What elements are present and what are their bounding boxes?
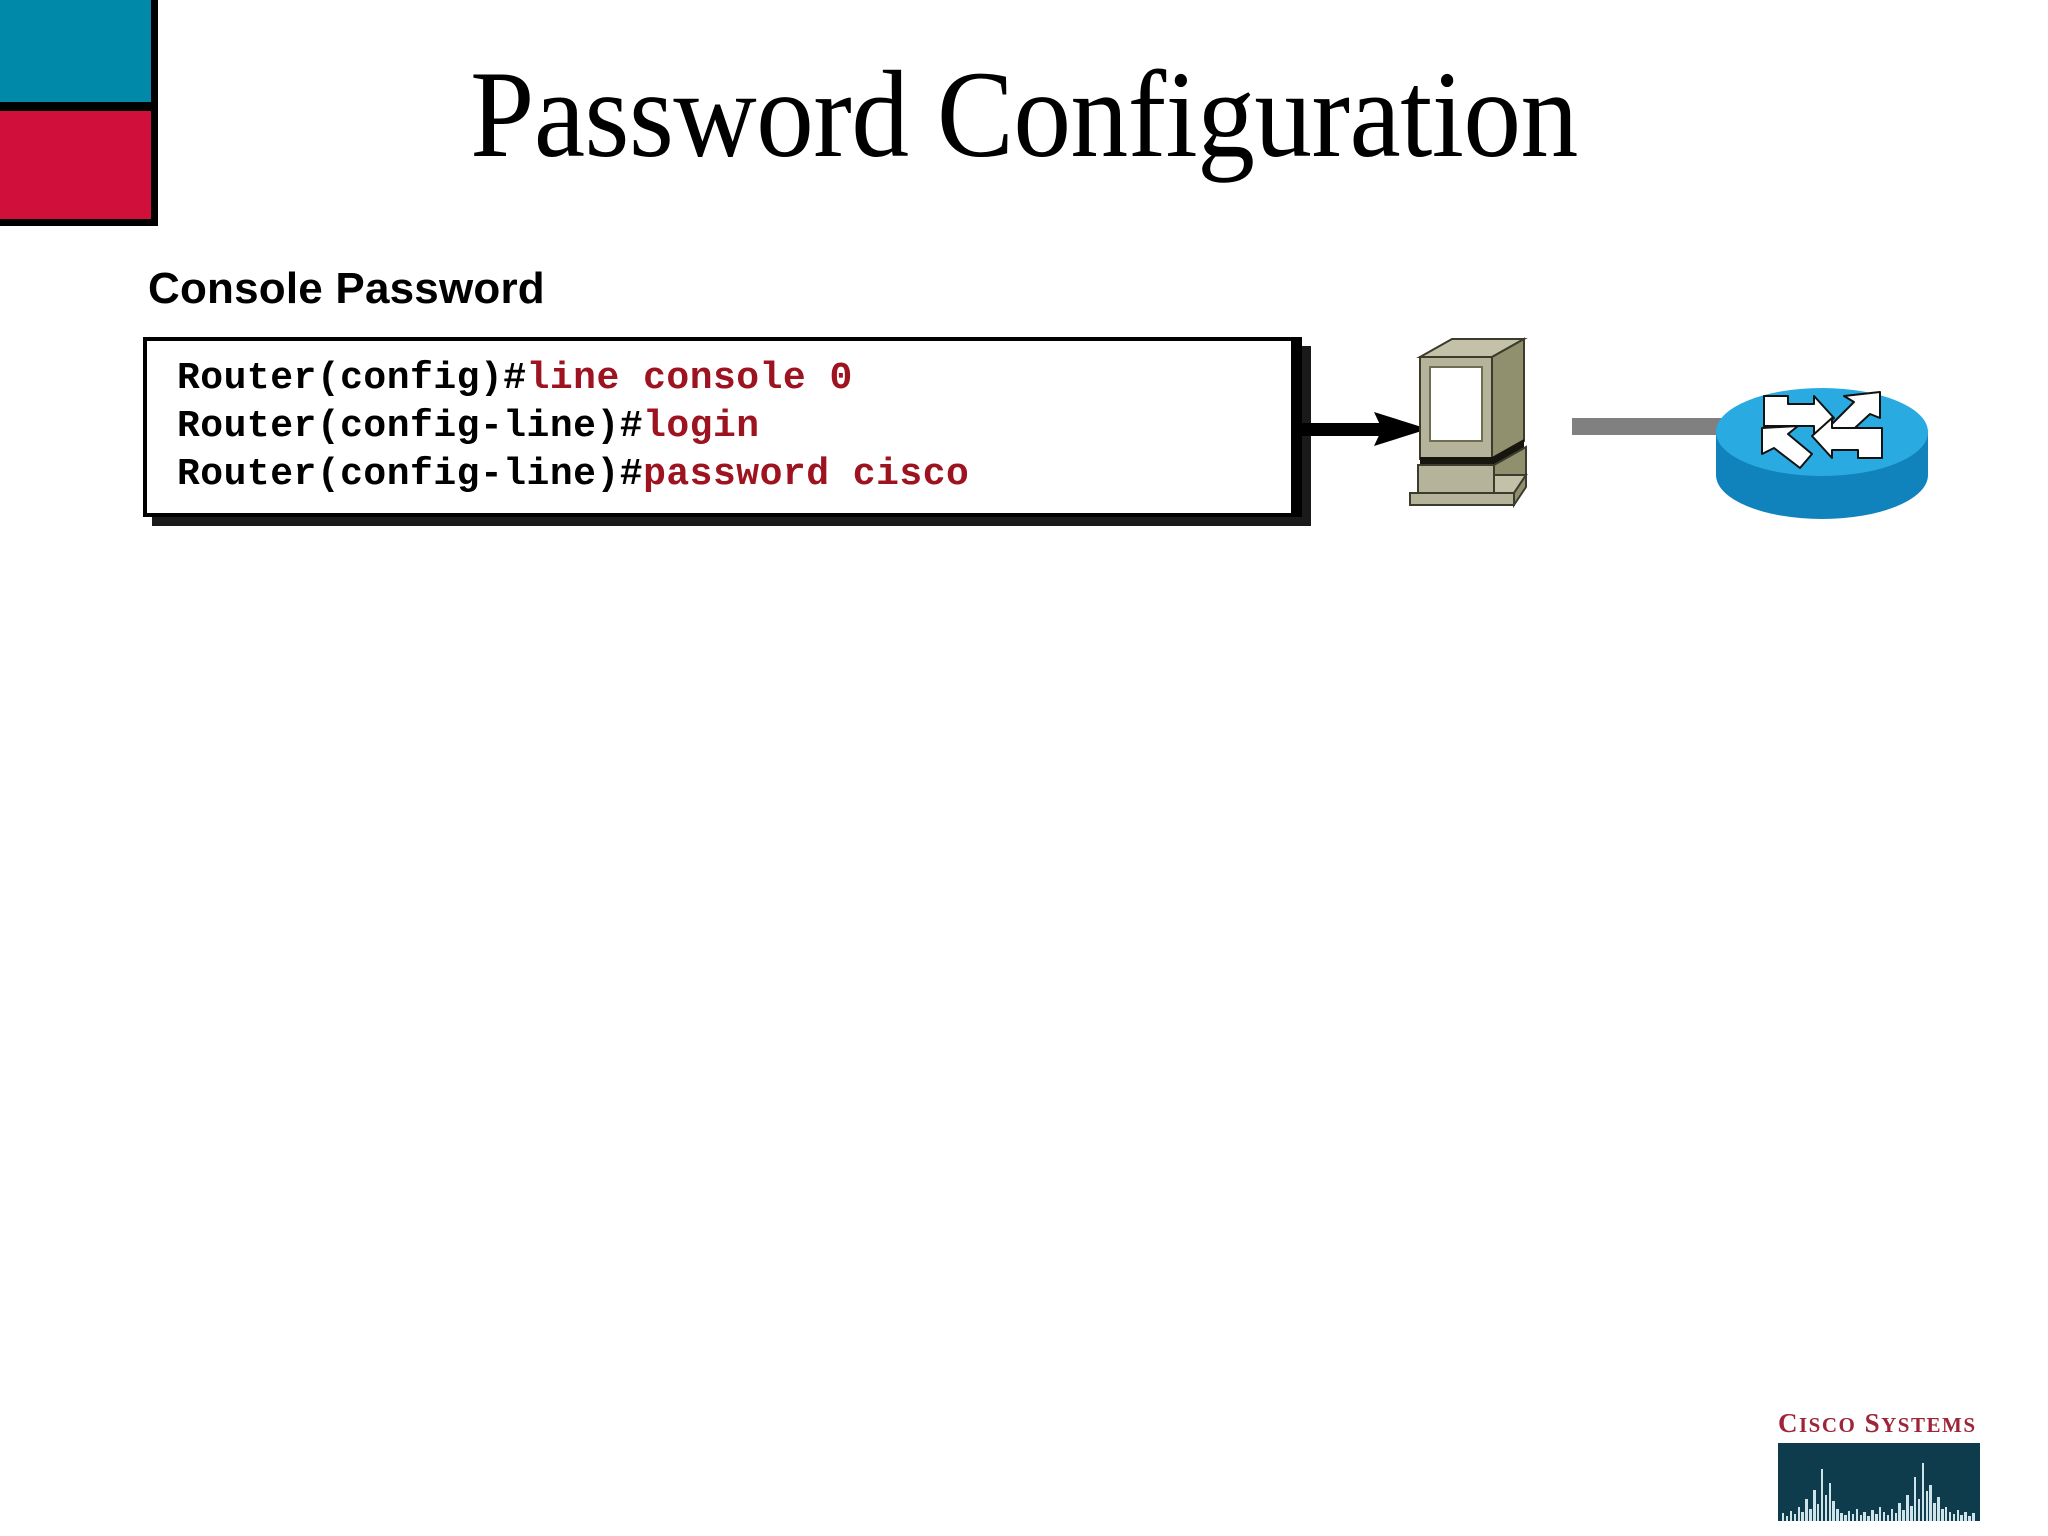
cli-line-2: Router(config-line)#login [177,403,1291,451]
router-icon [1716,388,1928,519]
cisco-bridge-bar [1921,1463,1925,1521]
cisco-bridge-bar [1886,1515,1890,1521]
arrow-right-icon [1300,412,1428,446]
cisco-bridge-bar [1801,1512,1804,1521]
cli-prompt-1: Router(config)# [177,357,527,400]
cisco-bridge-bar [1840,1513,1843,1521]
cisco-bridge-bar [1785,1516,1789,1521]
cisco-bridge-bar [1902,1510,1905,1521]
section-heading: Console Password [148,264,545,313]
brand-swatch-red [0,111,151,219]
cisco-bridge-bar [1941,1509,1944,1521]
cisco-bridge-bar [1964,1512,1967,1521]
cisco-bridge-bar [1906,1495,1909,1521]
cisco-bridge-bar [1925,1491,1929,1521]
cisco-logo-wordmark: CISCO SYSTEMS [1778,1408,1990,1440]
cisco-bridge-bar [1847,1511,1851,1521]
cisco-bridge-bar [1968,1516,1971,1521]
page-title: Password Configuration [470,46,1578,183]
cisco-bridge-bar [1956,1510,1960,1521]
cisco-bridge-bar [1832,1501,1835,1521]
cisco-bridge-bar [1894,1513,1897,1521]
cisco-bridge-bar [1813,1490,1816,1521]
cli-command-3: password cisco [643,453,970,496]
cisco-bridge-bar [1782,1513,1785,1521]
cisco-bridge-bar [1793,1514,1797,1521]
console-cable [1572,418,1724,435]
cisco-bridge-bar [1960,1515,1963,1521]
cisco-logo-isco: ISCO [1799,1413,1857,1437]
cisco-bridge-bar [1789,1511,1793,1521]
cisco-bridge-bar [1809,1509,1812,1521]
cisco-bridge-bar [1859,1515,1863,1521]
cli-prompt-3: Router(config-line)# [177,453,644,496]
brand-color-block [0,0,158,226]
cisco-bridge-bar [1898,1503,1901,1521]
cisco-bridge-graphic: ® [1778,1443,1980,1521]
cisco-bridge-bar [1820,1469,1824,1521]
cisco-bridge-bar [1824,1495,1828,1521]
cisco-bridge-bar [1816,1504,1820,1521]
cisco-bridge-bar [1933,1503,1936,1521]
cisco-bridge-bar [1882,1512,1886,1521]
cisco-bridge-bar [1871,1510,1874,1521]
cisco-bridge-bar [1972,1513,1975,1521]
cisco-bridge-bar [1855,1509,1859,1521]
cisco-bridge-bar [1952,1514,1956,1521]
cli-line-1: Router(config)#line console 0 [177,355,1291,403]
cisco-bridge-bar [1844,1515,1847,1521]
computer-icon [1409,337,1528,509]
cisco-logo-c: C [1778,1408,1799,1438]
cisco-logo-ystems: YSTEMS [1881,1413,1977,1437]
cisco-logo-s: S [1864,1408,1882,1438]
cli-command-1: line console 0 [526,357,853,400]
cli-line-3: Router(config-line)#password cisco [177,451,1291,499]
cisco-bridge-bar [1828,1483,1832,1521]
cisco-bridge-bar [1805,1499,1808,1521]
cisco-bridge-bar [1937,1497,1940,1521]
cisco-bridge-bar [1797,1507,1800,1521]
cisco-bridge-bar [1944,1507,1948,1521]
brand-swatch-divider [0,102,151,111]
cisco-bridge-bar [1890,1509,1894,1521]
cisco-systems-logo: CISCO SYSTEMS ® [1778,1408,1990,1526]
cisco-bridge-bar [1948,1512,1952,1521]
cisco-bridge-bar [1917,1499,1921,1521]
cli-code-box: Router(config)#line console 0 Router(con… [143,337,1302,517]
cisco-bridge-bar [1867,1516,1870,1521]
cli-command-2: login [643,405,760,448]
cisco-bridge-bar [1910,1506,1913,1521]
cisco-bridge-bar [1929,1485,1932,1521]
cisco-bridge-bar [1875,1514,1878,1521]
brand-swatch-teal [0,0,151,102]
cli-prompt-2: Router(config-line)# [177,405,644,448]
cisco-bridge-bar [1913,1477,1917,1521]
cisco-bridge-bar [1851,1514,1855,1521]
cisco-bridge-bar [1879,1507,1882,1521]
cisco-bridge-bar [1863,1512,1866,1521]
cisco-bridge-bar [1836,1509,1839,1521]
